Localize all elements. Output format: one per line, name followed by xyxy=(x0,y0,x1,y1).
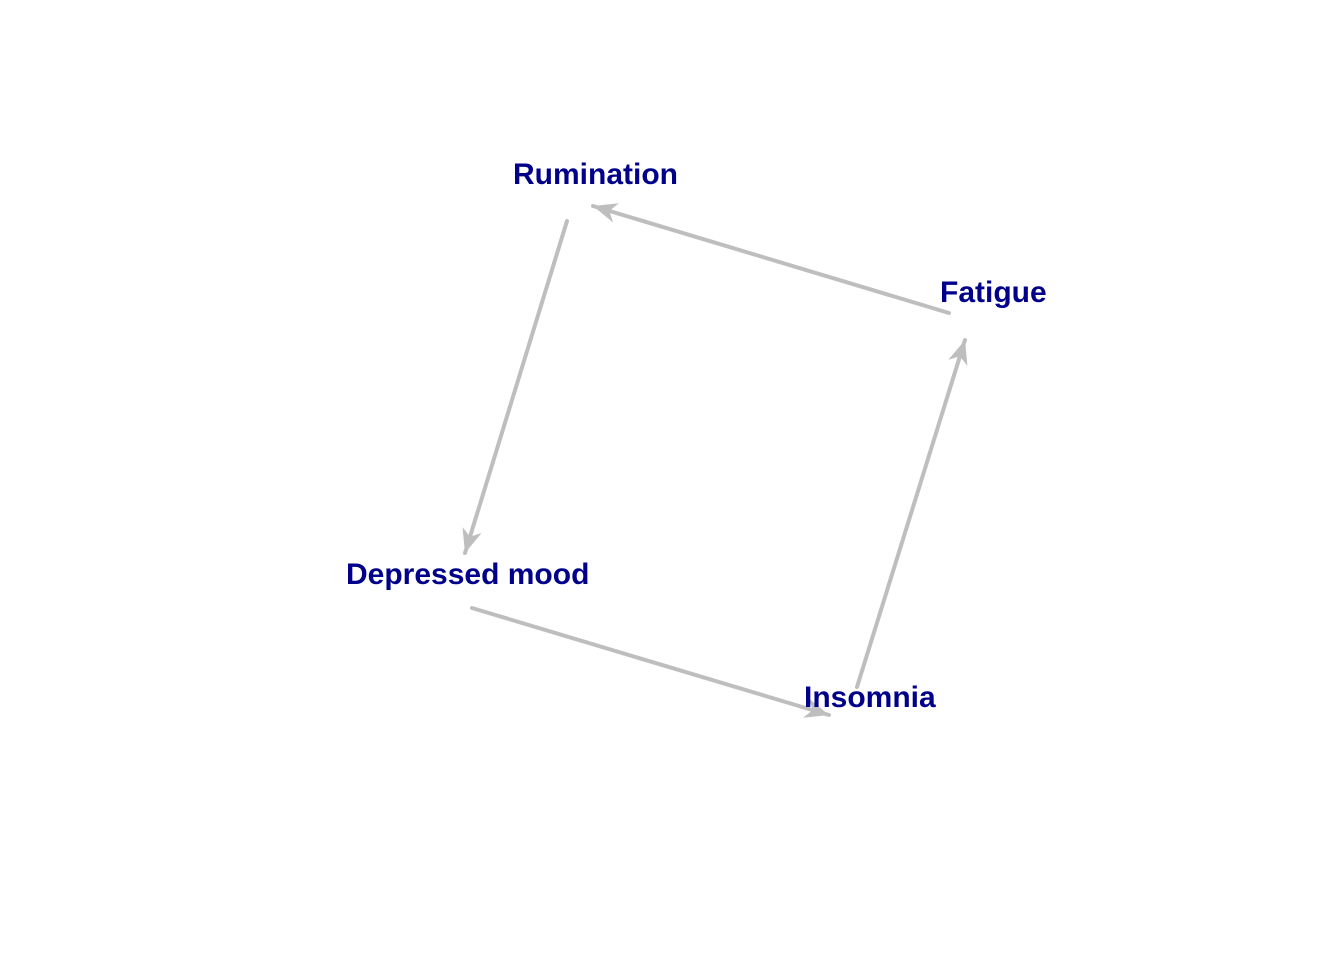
arrowhead-depressed-mood xyxy=(462,527,482,553)
edges-group xyxy=(462,203,968,718)
node-label-fatigue: Fatigue xyxy=(940,276,1047,309)
edge-insomnia-to-fatigue xyxy=(855,338,967,689)
node-label-insomnia: Insomnia xyxy=(804,681,936,714)
arrowhead-fatigue xyxy=(948,340,968,366)
node-labels-group: Rumination Fatigue Depressed mood Insomn… xyxy=(346,158,1047,714)
arrowhead-rumination xyxy=(593,203,619,223)
edge-rumination-to-depressed-mood xyxy=(463,219,569,555)
arrowhead-insomnia xyxy=(803,698,829,718)
node-label-depressed-mood: Depressed mood xyxy=(346,558,589,591)
edge-fatigue-to-rumination xyxy=(591,204,951,315)
node-label-rumination: Rumination xyxy=(513,158,678,191)
edge-depressed-mood-to-insomnia xyxy=(470,606,831,717)
